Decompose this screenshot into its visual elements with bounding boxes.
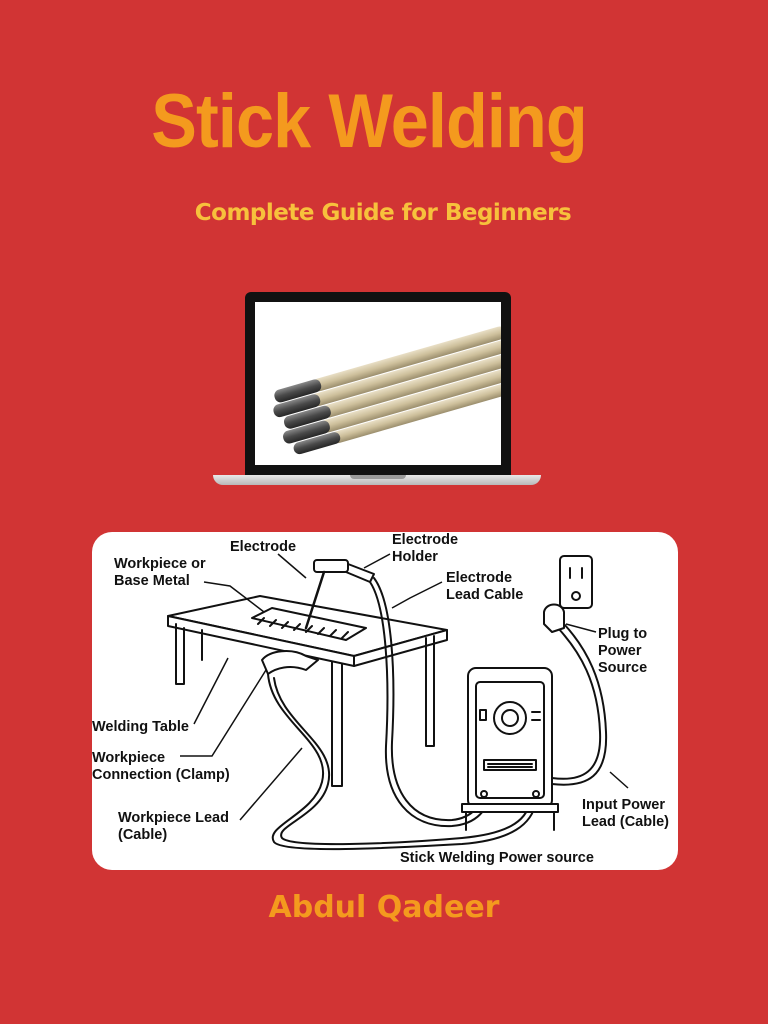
laptop-screen <box>245 292 511 475</box>
input-power-cable <box>551 627 602 780</box>
leader-workpiece <box>203 581 265 613</box>
leader-holder <box>363 553 391 569</box>
workpiece-lead-cable <box>267 673 537 851</box>
leader-electrode <box>277 553 307 579</box>
label-electrode: Electrode <box>230 539 297 555</box>
leader-workpiece-lead <box>239 747 303 821</box>
wall-outlet <box>559 555 593 609</box>
leader-plug <box>565 623 597 633</box>
diagram-caption: Stick Welding Power source <box>400 850 594 866</box>
leader-table <box>193 657 229 725</box>
welding-diagram-panel: Electrode Electrode Holder Workpiece or … <box>92 532 678 870</box>
label-workpiece-connection: Workpiece Connection (Clamp) <box>92 750 230 783</box>
leader-lead-cable <box>391 581 443 609</box>
label-input-power-lead: Input Power Lead (Cable) <box>582 797 670 830</box>
leader-clamp <box>180 669 267 757</box>
label-workpiece-base-metal: Workpiece or Base Metal <box>114 556 206 589</box>
workpiece-plate <box>251 607 367 641</box>
welding-rods-image <box>255 302 501 465</box>
laptop-notch <box>350 475 406 479</box>
label-workpiece-lead: Workpiece Lead (Cable) <box>118 810 229 843</box>
label-welding-table: Welding Table <box>92 719 189 735</box>
welding-setup-diagram <box>167 553 629 851</box>
laptop-base <box>213 475 541 485</box>
power-source-machine <box>467 667 553 809</box>
label-electrode-holder: Electrode Holder <box>392 532 459 565</box>
book-title: Stick Welding <box>151 79 587 164</box>
power-plug <box>543 603 565 633</box>
electrode-holder-shape <box>313 559 349 573</box>
electrode-lead-cable <box>373 577 485 822</box>
workpiece-clamp <box>261 650 319 675</box>
book-author: Abdul Qadeer <box>268 890 500 925</box>
leader-input-power <box>609 771 629 789</box>
book-subtitle: Complete Guide for Beginners <box>194 200 572 226</box>
label-electrode-lead-cable: Electrode Lead Cable <box>446 570 524 603</box>
label-plug-to-power-source: Plug to Power Source <box>598 626 648 676</box>
